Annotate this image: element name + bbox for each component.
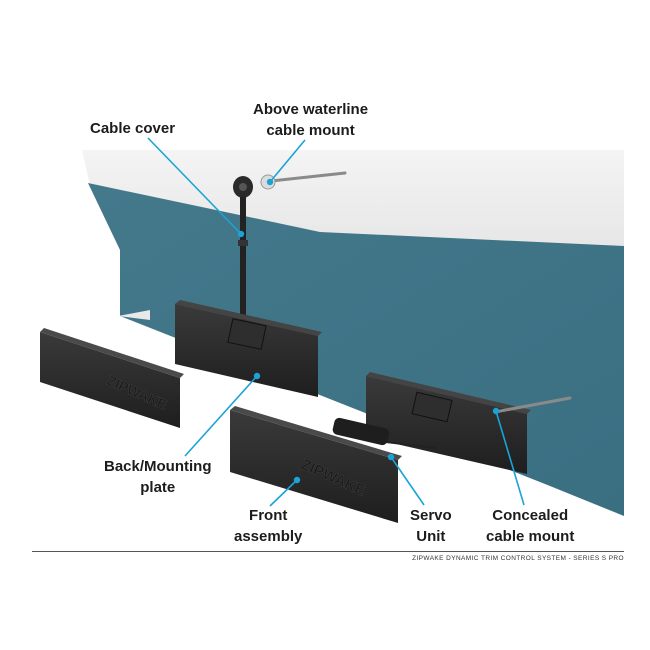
concealed-plate <box>366 372 572 474</box>
label-back-mounting-line2: plate <box>140 479 176 496</box>
leader-lines <box>147 137 525 507</box>
loose-front-plate-left: ZIPWAKE <box>40 328 184 428</box>
servo-unit <box>332 417 437 449</box>
leader-dots <box>237 178 500 484</box>
footer-caption: ZIPWAKE DYNAMIC TRIM CONTROL SYSTEM - SE… <box>412 555 624 562</box>
cable-cover <box>233 176 253 322</box>
label-cable-cover-text: Cable cover <box>90 120 176 137</box>
leader-above-waterline <box>269 139 306 183</box>
label-cable-cover: Cable cover <box>90 118 175 139</box>
label-front-assembly: Front assembly <box>234 505 302 547</box>
label-servo-unit: Servo Unit <box>410 505 452 547</box>
front-assembly: ZIPWAKE <box>230 406 402 523</box>
leader-front-assembly <box>269 479 298 507</box>
label-concealed-line1: Concealed <box>492 507 569 524</box>
label-above-waterline-line1: Above waterline <box>253 101 369 118</box>
label-concealed-line2: cable mount <box>486 528 575 545</box>
leader-cable-cover <box>147 137 242 235</box>
label-front-assembly-line1: Front <box>249 507 288 524</box>
leader-concealed <box>495 410 525 506</box>
leader-back-mounting <box>184 375 258 457</box>
label-servo-unit-line2: Unit <box>416 528 446 545</box>
back-mounting-plate <box>175 300 322 397</box>
label-front-assembly-line2: assembly <box>234 528 303 545</box>
hull-white-bottom-edge <box>118 310 150 320</box>
label-above-waterline-line2: cable mount <box>266 122 355 139</box>
label-back-mounting-line1: Back/Mounting <box>104 458 212 475</box>
label-concealed-cable-mount: Concealed cable mount <box>486 505 574 547</box>
label-servo-unit-line1: Servo <box>410 507 452 524</box>
footer-divider <box>32 551 624 552</box>
label-back-mounting-plate: Back/Mounting plate <box>104 456 212 498</box>
label-above-waterline: Above waterline cable mount <box>253 99 368 141</box>
hull-white-topside <box>82 150 624 250</box>
leader-servo-unit <box>390 456 425 506</box>
